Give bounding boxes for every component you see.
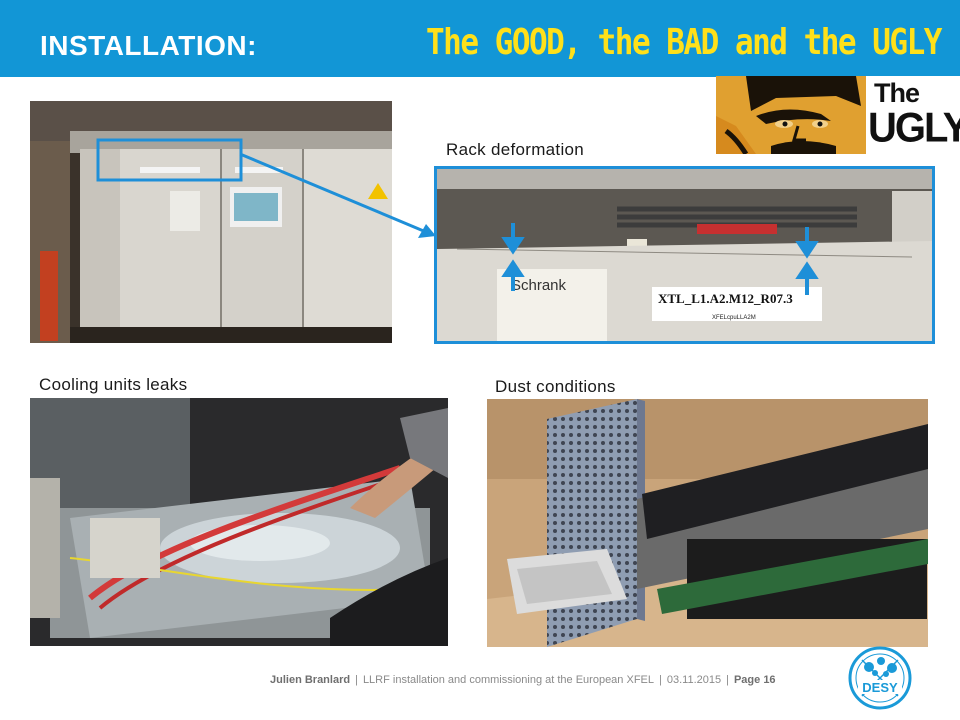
deformation-arrows	[501, 223, 819, 295]
footer-author: Julien Branlard	[270, 674, 351, 686]
header-bar: INSTALLATION: The GOOD, the BAD and the …	[0, 0, 960, 77]
photo-cooling-leak	[30, 398, 448, 646]
ugly-badge-line1: The	[874, 78, 920, 108]
caption-dust-conditions: Dust conditions	[495, 377, 616, 396]
footer-talk-title: LLRF installation and commissioning at t…	[362, 674, 654, 686]
the-ugly-poster: The UGLY	[716, 76, 960, 154]
slide-title: INSTALLATION:	[40, 30, 257, 61]
rack-id-label: XTL_L1.A2.M12_R07.3	[658, 291, 793, 306]
desy-logo-text: DESY	[862, 680, 898, 695]
zoom-arrow-icon	[239, 152, 436, 238]
ugly-badge-line2: UGLY	[868, 104, 960, 152]
rack-small-label: XFELcpuLLA2M	[712, 315, 756, 321]
photo-rack-deformation: Schrank XTL_L1.A2.M12_R07.3 XFELcpuLLA2M	[434, 166, 935, 344]
footer-date: 03.11.2015	[666, 674, 722, 686]
caption-rack-deformation: Rack deformation	[446, 140, 585, 159]
footer-page-number: Page 16	[733, 674, 776, 686]
photo-dust-module	[487, 399, 928, 647]
desy-logo: DESY	[848, 646, 912, 710]
ugly-face-illustration	[716, 76, 960, 154]
footer: Julien Branlard|LLRF installation and co…	[270, 674, 776, 686]
caption-cooling-leaks: Cooling units leaks	[39, 375, 188, 394]
slide-subtitle: The GOOD, the BAD and the UGLY	[426, 22, 942, 64]
photo-rack-overview	[30, 101, 392, 343]
desy-logo-icon	[848, 646, 912, 710]
rack-schrank-label: Schrank	[511, 277, 567, 294]
